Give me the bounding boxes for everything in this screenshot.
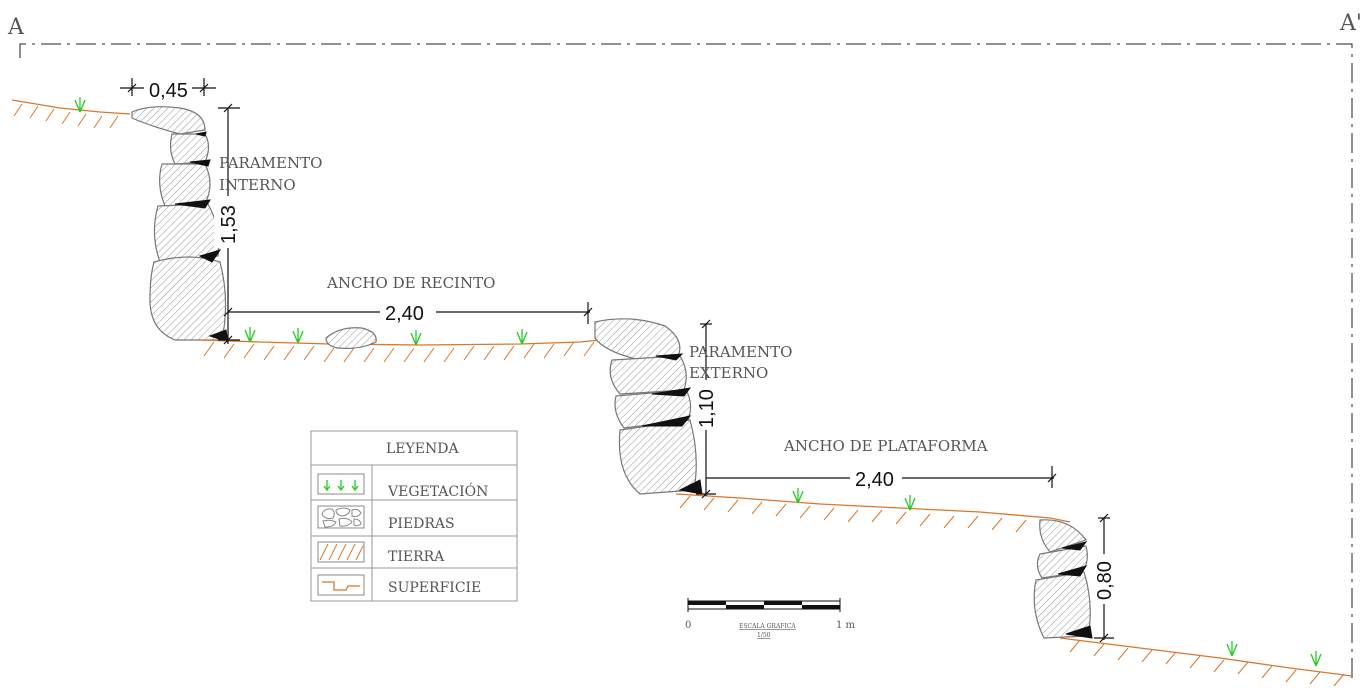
scale-bar-start: 0 [685,620,691,631]
legend-item-earth: TIERRA [388,549,445,565]
legend-item-vegetation: VEGETACIÓN [387,482,488,500]
scale-bar-ratio: 1/50 [757,632,771,639]
dimension-enclosure-width-value: 2,40 [385,303,424,325]
enclosure-ground [199,326,601,363]
dimension-platform-width [706,466,1057,488]
paramento-interno-label-line1: PARAMENTO [219,154,322,172]
vegetation-icon [317,473,365,495]
dimension-outer-height-value: 1,10 [696,389,718,428]
legend-item-surface: SUPERFICIE [388,580,481,596]
ancho-plataforma-label: ANCHO DE PLATAFORMA [783,437,988,455]
dimension-inner-height-value: 1,53 [218,205,240,244]
dimension-top-width [120,78,216,96]
dimension-top-width-value: 0,45 [149,80,188,102]
lower-wall [1033,519,1093,639]
legend-item-stones: PIEDRAS [388,516,455,532]
upper-ground [11,96,131,129]
stones-icon [317,505,365,529]
legend-title: LEYENDA [386,441,459,457]
dimension-platform-width-value: 2,40 [855,469,894,491]
earth-hatch-icon [317,541,365,563]
scale-bar-caption: ESCALA GRAFICA [739,623,796,630]
section-line [19,43,1353,680]
paramento-externo-label-line2: EXTERNO [689,364,768,382]
surface-line-icon [317,574,365,596]
outer-wall [594,318,703,495]
scale-bar-end: 1 m [836,620,856,631]
paramento-externo-label-line1: PARAMENTO [689,343,792,361]
paramento-interno-label-line2: INTERNO [219,176,296,194]
ancho-recinto-label: ANCHO DE RECINTO [326,274,495,292]
platform-ground [675,487,1071,535]
dimension-lower-height-value: 0,80 [1094,561,1116,600]
scale-bar [687,598,841,612]
inner-wall [131,106,229,343]
dimension-enclosure-width [223,302,593,324]
lower-ground [1059,637,1353,687]
section-end-label: A' [1339,11,1362,36]
section-start-label: A [7,15,25,40]
